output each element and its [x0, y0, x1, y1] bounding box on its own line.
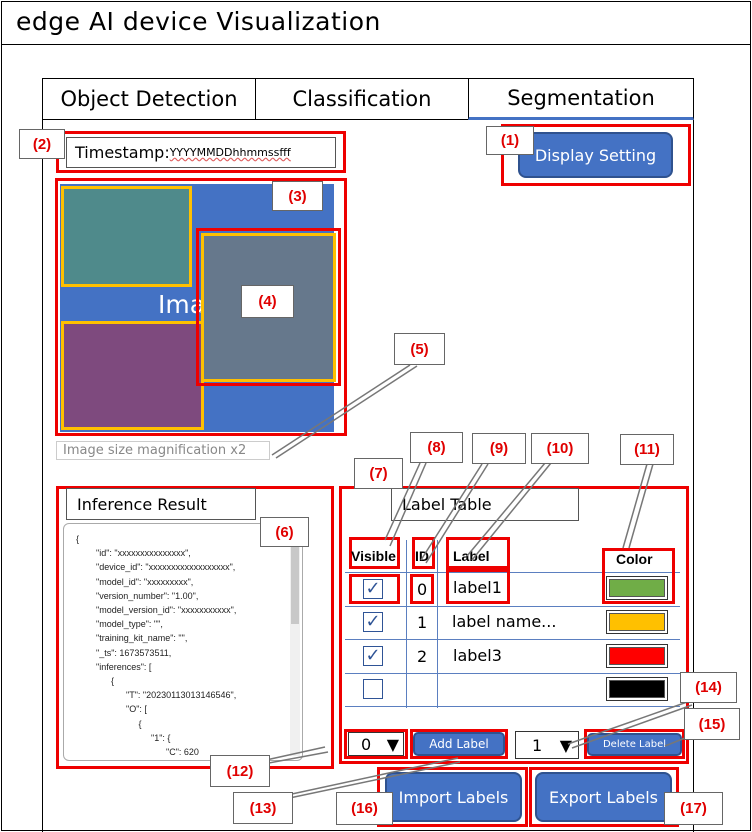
callout-16: (16): [336, 792, 393, 825]
row-label[interactable]: label1: [453, 577, 502, 597]
delete-label-button[interactable]: Delete Label: [587, 733, 682, 756]
inference-json-text: { "id": "xxxxxxxxxxxxxxx", "device_id": …: [76, 534, 237, 758]
color-swatch[interactable]: [606, 677, 668, 701]
scrollbar-thumb[interactable]: [291, 534, 299, 624]
visible-checkbox[interactable]: ✓: [363, 579, 383, 599]
row-id-highlight: [410, 574, 434, 604]
tab-segmentation[interactable]: Segmentation: [468, 78, 694, 120]
visible-checkbox[interactable]: [363, 679, 383, 699]
add-index-value: 0: [361, 734, 372, 754]
chevron-down-icon: ▼: [386, 734, 399, 754]
table-divider: [345, 673, 680, 674]
header-id: ID: [415, 548, 429, 564]
table-divider: [345, 639, 680, 640]
callout-6: (6): [260, 517, 309, 547]
scrollbar-track[interactable]: [290, 528, 300, 756]
callout-9: (9): [472, 433, 526, 464]
table-divider: [345, 572, 680, 573]
delete-index-select[interactable]: 1 ▼: [515, 731, 579, 759]
delete-index-value: 1: [532, 735, 543, 755]
timestamp-label: Timestamp:: [75, 143, 170, 162]
image-magnification-text: Image size magnification x2: [56, 441, 270, 460]
segment-region-teal: [61, 186, 192, 287]
label-table-title: Label Table: [391, 488, 579, 521]
import-labels-button[interactable]: Import Labels: [385, 772, 522, 822]
inference-json-view[interactable]: { "id": "xxxxxxxxxxxxxxx", "device_id": …: [63, 523, 303, 761]
timestamp-box: Timestamp: YYYYMMDDhhmmssfff: [66, 137, 336, 168]
export-labels-button[interactable]: Export Labels: [535, 772, 672, 822]
table-divider: [345, 606, 680, 607]
header-label: Label: [453, 548, 490, 564]
segment-region-purple: [61, 321, 204, 430]
table-divider: [345, 706, 680, 707]
color-swatch[interactable]: [606, 610, 668, 634]
tab-classification[interactable]: Classification: [255, 78, 469, 120]
row-visible-highlight: [349, 574, 400, 604]
table-col-line: [406, 540, 407, 708]
callout-13: (13): [233, 792, 293, 824]
timestamp-value: YYYYMMDDhhmmssfff: [169, 146, 291, 159]
header-color: Color: [616, 551, 653, 567]
add-label-button[interactable]: Add Label: [413, 732, 505, 756]
chevron-down-icon: ▼: [559, 735, 572, 755]
color-swatch[interactable]: [606, 644, 668, 668]
image-highlight: [55, 178, 347, 436]
callout-11: (11): [620, 434, 674, 465]
callout-7: (7): [354, 458, 403, 489]
add-label-highlight: [410, 729, 508, 759]
window-title: edge AI device Visualization: [1, 1, 751, 45]
callout-8: (8): [410, 432, 463, 463]
tab-object-detection[interactable]: Object Detection: [42, 78, 256, 120]
color-col-highlight: [602, 548, 675, 604]
color-swatch[interactable]: [606, 576, 668, 600]
inference-result-title: Inference Result: [66, 488, 256, 520]
segment-highlight: [196, 228, 341, 386]
display-setting-highlight: [501, 124, 691, 186]
callout-5: (5): [394, 333, 445, 365]
header-visible: Visible: [351, 548, 396, 564]
add-index-select[interactable]: 0 ▼: [348, 732, 404, 756]
visible-checkbox[interactable]: ✓: [363, 612, 383, 632]
callout-14: (14): [680, 672, 737, 703]
row-id: 2: [417, 646, 428, 666]
callout-2: (2): [19, 129, 65, 159]
display-setting-button[interactable]: Display Setting: [518, 132, 673, 178]
table-col-line: [437, 540, 438, 708]
row-id: 0: [417, 579, 428, 599]
callout-15: (15): [684, 708, 740, 740]
callout-17: (17): [664, 792, 723, 825]
inference-highlight: [56, 486, 334, 769]
callout-4: (4): [241, 285, 294, 318]
visible-checkbox[interactable]: ✓: [363, 646, 383, 666]
row-label-highlight: [446, 569, 510, 604]
row-label[interactable]: label3: [453, 645, 502, 665]
row-id: 1: [417, 612, 428, 632]
callout-10: (10): [531, 433, 589, 464]
callout-1: (1): [486, 126, 534, 155]
callout-3: (3): [272, 181, 323, 211]
visible-col-highlight: [349, 537, 400, 569]
callout-12: (12): [210, 755, 270, 787]
row-label[interactable]: label name...: [452, 611, 557, 631]
